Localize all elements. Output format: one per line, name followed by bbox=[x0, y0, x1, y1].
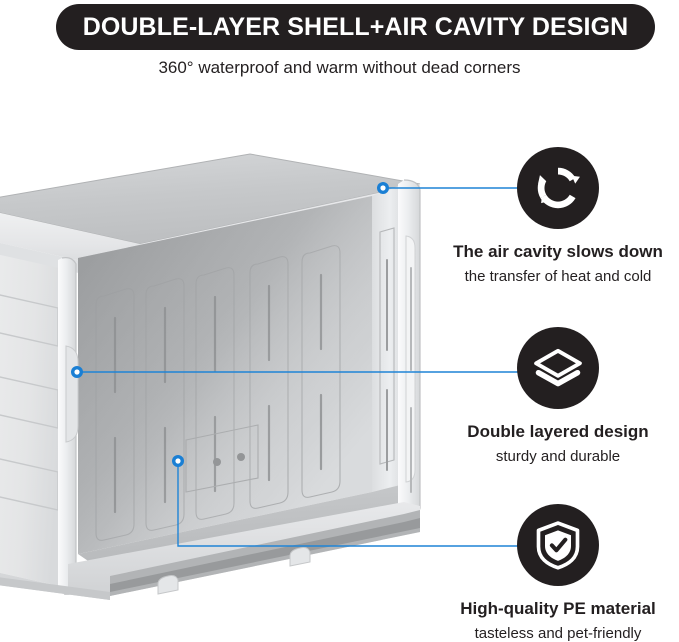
feature-double-layer: Double layered design sturdy and durable bbox=[438, 327, 678, 465]
feature-pe-material: High-quality PE material tasteless and p… bbox=[438, 504, 678, 642]
page-subtitle: 360° waterproof and warm without dead co… bbox=[158, 58, 521, 77]
page-title: DOUBLE-LAYER SHELL+AIR CAVITY DESIGN bbox=[82, 12, 629, 41]
shield-check-icon bbox=[536, 521, 580, 570]
layers-icon bbox=[534, 348, 582, 387]
shield-check-icon-badge bbox=[517, 504, 599, 586]
feature-subtitle: sturdy and durable bbox=[495, 447, 621, 465]
air-circulation-icon-badge bbox=[517, 147, 599, 229]
feature-subtitle: tasteless and pet-friendly bbox=[474, 624, 642, 642]
feature-air-cavity: The air cavity slows down the transfer o… bbox=[438, 147, 678, 285]
feature-title: Double layered design bbox=[467, 422, 649, 441]
product-image bbox=[0, 140, 440, 600]
page-title-pill: DOUBLE-LAYER SHELL+AIR CAVITY DESIGN bbox=[56, 4, 655, 50]
feature-title: The air cavity slows down bbox=[453, 242, 663, 261]
air-circulation-icon bbox=[537, 167, 580, 209]
feature-subtitle: the transfer of heat and cold bbox=[464, 267, 652, 285]
layers-icon-badge bbox=[517, 327, 599, 409]
feature-title: High-quality PE material bbox=[460, 599, 656, 618]
